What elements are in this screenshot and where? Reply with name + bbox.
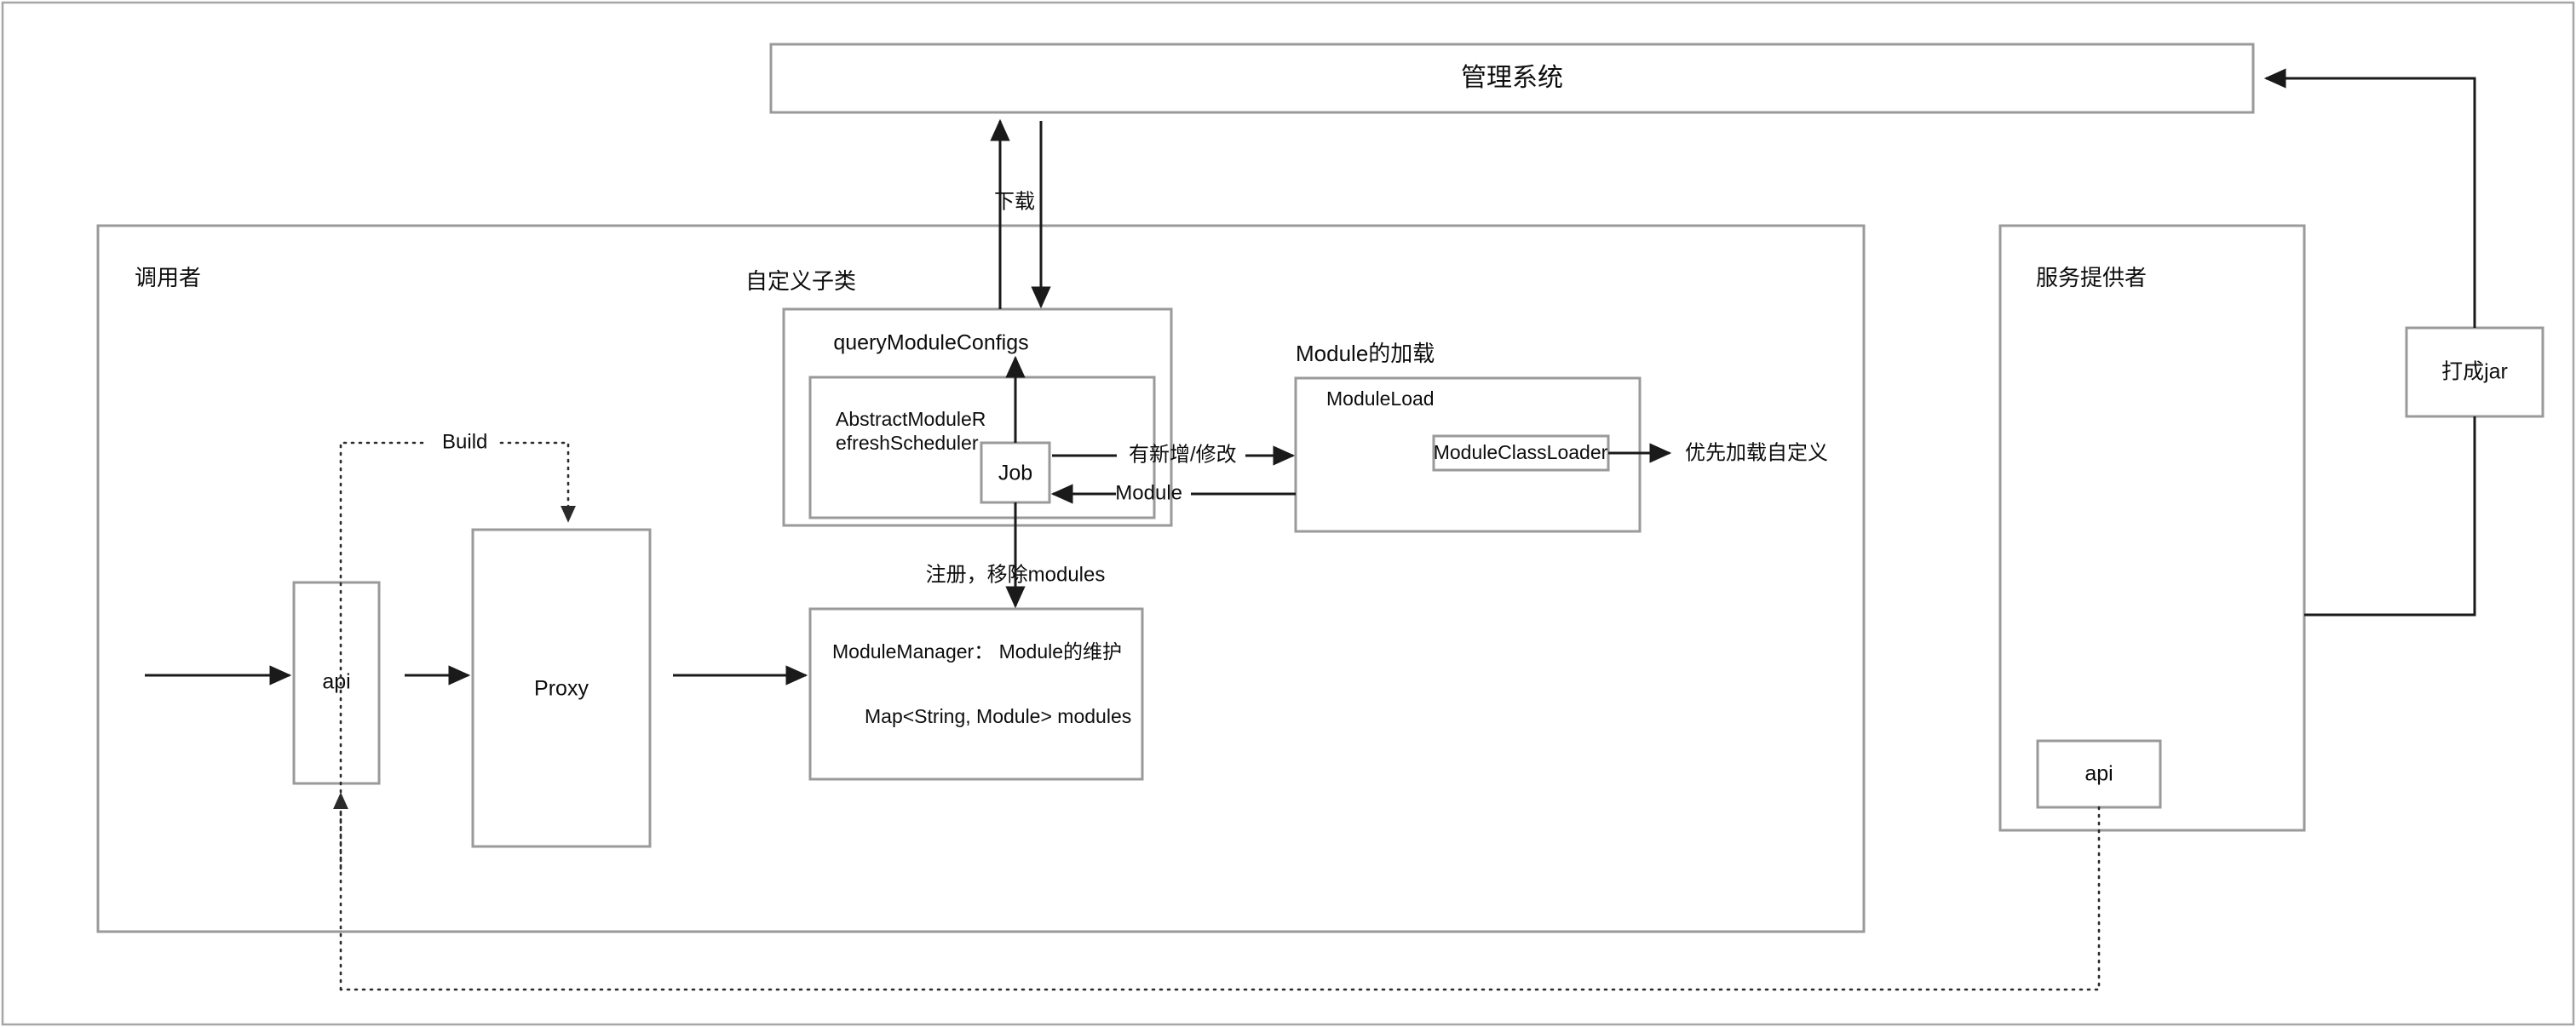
- custom-subclass-group-label: 自定义子类: [745, 268, 856, 294]
- module-loading-group-label: Module的加载: [1296, 341, 1435, 366]
- edge-build-left-segment: [339, 441, 430, 870]
- module-label: Module: [1115, 481, 1182, 504]
- download-label: 下载: [994, 190, 1035, 213]
- package-jar-box[interactable]: [2405, 326, 2544, 418]
- proxy-label: Proxy: [534, 677, 589, 701]
- management-system-label: 管理系统: [1461, 64, 1563, 92]
- has-new-or-modified-label: 有新增/修改: [1129, 443, 1237, 466]
- edge-build-to-proxy: [499, 441, 577, 523]
- abstract-scheduler-label-line1: AbstractModuleR: [836, 408, 986, 430]
- api-right-label: api: [2084, 762, 2113, 786]
- module-manager-label-line1: ModuleManager： Module的维护: [832, 640, 1122, 663]
- job-label: Job: [998, 462, 1032, 485]
- module-manager-label-line2: Map<String, Module> modules: [865, 705, 1131, 727]
- management-system-box[interactable]: [769, 43, 2255, 114]
- prefer-custom-load-label: 优先加载自定义: [1685, 441, 1828, 464]
- edge-jar-to-service-provider: [2304, 416, 2476, 617]
- abstract-scheduler-label-line2: efreshScheduler: [836, 432, 979, 454]
- api-left-label: api: [322, 670, 350, 694]
- module-class-loader-label: ModuleClassLoader: [1434, 441, 1608, 463]
- edge-api-right-to-caller-dotted: [339, 806, 2101, 991]
- register-remove-modules-label: 注册，移除modules: [926, 563, 1106, 586]
- module-manager-box[interactable]: [808, 607, 1144, 781]
- module-load-label: ModuleLoad: [1326, 387, 1435, 410]
- caller-group-label: 调用者: [135, 265, 201, 290]
- module-class-loader-box[interactable]: [1432, 434, 1610, 472]
- query-module-configs-label: queryModuleConfigs: [833, 331, 1028, 355]
- service-provider-container: [1998, 224, 2306, 832]
- edge-jar-to-management: [2263, 68, 2476, 328]
- api-left-box[interactable]: [292, 581, 381, 785]
- build-label: Build: [442, 430, 487, 453]
- service-provider-group-label: 服务提供者: [2036, 265, 2147, 290]
- package-jar-label: 打成jar: [2441, 360, 2508, 384]
- proxy-box[interactable]: [471, 528, 652, 848]
